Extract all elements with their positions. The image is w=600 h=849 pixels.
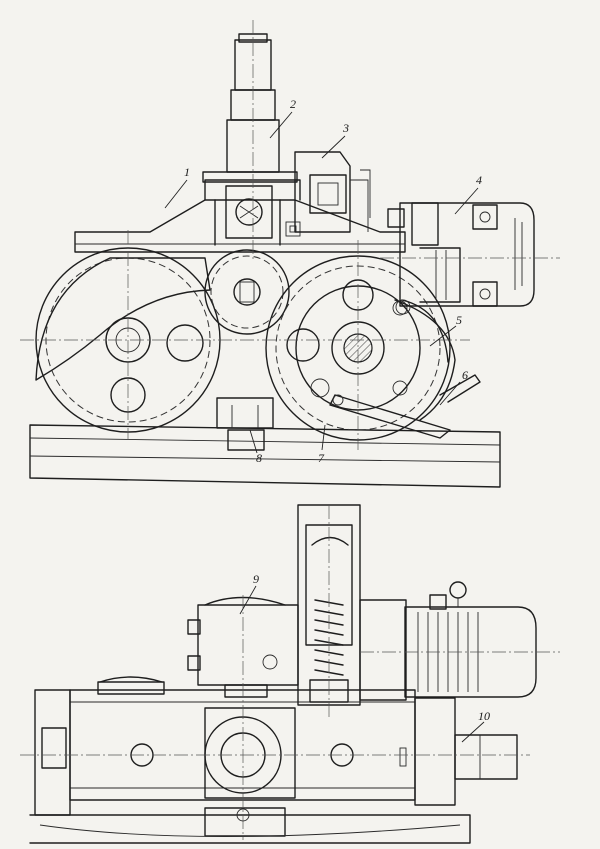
- intermediate-gear: [204, 249, 290, 335]
- callout-10: 10: [478, 709, 490, 723]
- electric-motor: [380, 202, 560, 307]
- main-housing: [74, 179, 406, 253]
- worm-gear-unit: [187, 596, 299, 698]
- rail: [29, 424, 501, 488]
- plan-motor: [359, 581, 560, 701]
- bottom-support: [216, 397, 274, 451]
- right-end-assembly: [414, 697, 518, 806]
- callout-6: 6: [462, 368, 468, 382]
- main-beam: [69, 689, 416, 801]
- callout-7: 7: [318, 451, 324, 465]
- callout-9: 9: [253, 572, 259, 586]
- left-end-assembly: [34, 676, 165, 816]
- gearbox-housing: [294, 151, 371, 233]
- callout-5: 5: [456, 313, 462, 327]
- callout-8: 8: [256, 451, 262, 465]
- callout-1: 1: [184, 165, 190, 179]
- plan-view: [20, 504, 560, 844]
- vertical-shaft-unit: [202, 20, 298, 260]
- brake-band: [394, 299, 456, 421]
- spring-housing: [297, 504, 361, 720]
- bottom-rail: [29, 807, 471, 844]
- callout-4: 4: [476, 173, 482, 187]
- bearing-cover: [225, 185, 301, 239]
- callout-2: 2: [290, 97, 296, 111]
- callout-3: 3: [343, 121, 349, 135]
- side-elevation-view: [20, 20, 560, 488]
- left-wheel-guard: [35, 257, 211, 381]
